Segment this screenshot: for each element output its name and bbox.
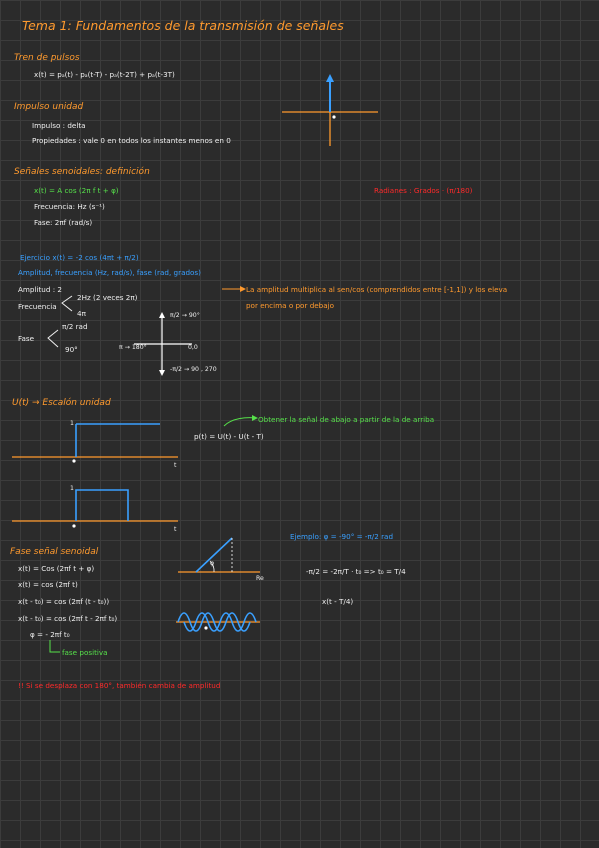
exercise-frequency-hz: 2Hz (2 veces 2π) [77, 293, 138, 302]
exercise-phase-rad: π/2 rad [62, 322, 88, 331]
step-note-arrow [223, 417, 257, 427]
phase-heading: Fase señal senoidal [10, 547, 99, 557]
phase-line-1: x(t) = Cos (2πf t + φ) [18, 564, 95, 573]
phase-line-4: x(t - t₀) = cos (2πf t - 2πf t₀) [18, 614, 118, 623]
exercise-line-2: Amplitud, frecuencia (Hz, rad/s), fase (… [18, 268, 201, 277]
amplitude-arrow-note-2: por encima o por debajo [246, 301, 335, 310]
pulse-train-formula: x(t) = pₐ(t) - pₐ(t-T) - pₐ(t-2T) + pₐ(t… [34, 70, 175, 79]
phase-brace [47, 329, 59, 348]
step-note-arrow-head [252, 415, 258, 421]
example-line-1: Ejemplo: φ = -90° = -π/2 rad [290, 532, 394, 541]
pulse-shape [75, 489, 129, 521]
phasor-angle-arc [209, 560, 215, 573]
phase-up-arrow [159, 312, 165, 318]
phase-line-5: φ = - 2πf t₀ [30, 630, 70, 639]
phasor-vector [195, 537, 233, 573]
phase-line-3: x(t - t₀) = cos (2πf (t - t₀)) [18, 597, 110, 606]
impulse-line-2: Propiedades : vale 0 en todos los instan… [32, 136, 231, 145]
phase-warning-note: !! Si se desplaza con 180°, también camb… [18, 681, 221, 690]
axis-label-left: π → 180° [119, 344, 147, 351]
sinusoid-phase: Fase: 2πf (rad/s) [34, 218, 93, 227]
example-line-2: -π/2 = -2π/T · t₀ => t₀ = T/4 [306, 567, 406, 576]
note-arrow-head [240, 286, 246, 292]
exercise-frequency-label: Frecuencia [18, 302, 57, 311]
wave-origin-dot [204, 626, 208, 630]
example-line-3: x(t - T/4) [322, 597, 354, 606]
exercise-line-1: Ejercicio x(t) = -2 cos (4πt + π/2) [20, 253, 139, 262]
sinusoid-frequency: Frecuencia: Hz (s⁻¹) [34, 202, 105, 211]
exercise-frequency-rad: 4π [77, 309, 86, 318]
pulse-t-label: t [174, 526, 177, 533]
amplitude-arrow-note: La amplitud multiplica al sen/cos (compr… [246, 285, 508, 294]
phase-positive: fase positiva [62, 648, 108, 657]
axis-label-right: 0,0 [188, 344, 198, 351]
step-origin-dot [72, 459, 76, 463]
impulse-heading: Impulso unidad [14, 102, 84, 112]
pulse-train-heading: Tren de pulsos [14, 53, 80, 63]
step-t-label: t [174, 462, 177, 469]
axis-label-top: π/2 → 90° [170, 312, 200, 319]
phase-down-arrow [159, 370, 165, 376]
step-formula: p(t) = U(t) - U(t - T) [194, 432, 264, 441]
step-one-label: 1 [70, 420, 74, 427]
phase-line-2: x(t) = cos (2πf t) [18, 580, 78, 589]
axis-label-bottom: -π/2 → 90 , 270 [170, 366, 217, 373]
page-title: Tema 1: Fundamentos de la transmisión de… [22, 18, 344, 33]
re-axis-label: Re [256, 575, 264, 582]
pulse-origin-dot [72, 524, 76, 528]
impulse-origin-dot [332, 115, 336, 119]
step-note: Obtener la señal de abajo a partir de la… [258, 415, 435, 424]
step-heading: U(t) → Escalón unidad [12, 398, 111, 408]
wave-original [177, 612, 251, 632]
wave-shifted [183, 612, 257, 632]
pulse-one-label: 1 [70, 485, 74, 492]
frequency-brace [61, 295, 73, 312]
exercise-phase-deg: 90° [65, 345, 78, 354]
sinusoid-formula: x(t) = A cos (2π f t + φ) [34, 186, 119, 195]
exercise-phase-label: Fase [18, 334, 35, 343]
phase-positive-arrow [49, 640, 60, 653]
impulse-line-1: Impulso : delta [32, 121, 86, 130]
radians-note: Radianes : Grados · (π/180) [374, 186, 473, 195]
impulse-arrow-head [326, 74, 334, 82]
exercise-amplitude: Amplitud : 2 [18, 285, 62, 294]
sinusoid-heading: Señales senoidales: definición [14, 167, 150, 177]
